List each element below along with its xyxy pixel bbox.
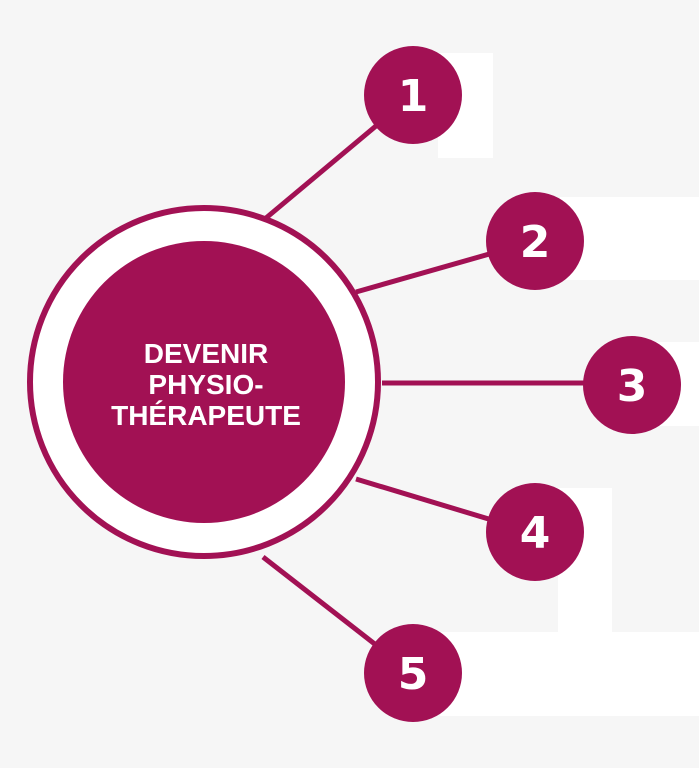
- step-node-2: 2: [486, 192, 584, 290]
- step-node-5-circle: [364, 624, 462, 722]
- step-node-2-circle: [486, 192, 584, 290]
- step-node-4: 4: [486, 483, 584, 581]
- step-node-4-label: 4: [520, 508, 551, 559]
- step-node-3: 3: [583, 336, 681, 434]
- hub-core: [63, 241, 345, 523]
- panel-5: [440, 632, 699, 716]
- step-node-3-label: 3: [617, 361, 648, 412]
- step-node-1: 1: [364, 46, 462, 144]
- step-node-1-circle: [364, 46, 462, 144]
- step-node-2-label: 2: [520, 217, 551, 268]
- step-node-5-label: 5: [398, 649, 429, 700]
- step-node-5: 5: [364, 624, 462, 722]
- hub: DEVENIR PHYSIO- THÉRAPEUTE: [27, 205, 381, 559]
- step-node-4-circle: [486, 483, 584, 581]
- step-node-1-label: 1: [398, 71, 429, 122]
- step-node-3-circle: [583, 336, 681, 434]
- hub-title-line-2: PHYSIO-: [148, 369, 263, 400]
- hub-title-line-1: DEVENIR: [144, 338, 268, 369]
- hub-title-line-3: THÉRAPEUTE: [111, 400, 301, 431]
